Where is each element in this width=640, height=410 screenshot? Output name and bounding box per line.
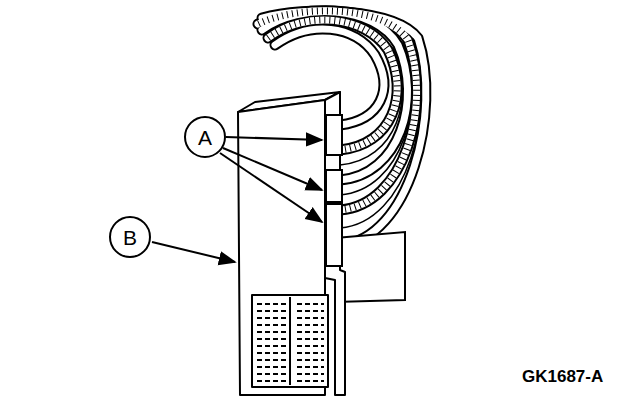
callout-circle: B bbox=[109, 216, 151, 258]
callout-letter: A bbox=[198, 127, 212, 148]
callout-letter: B bbox=[123, 227, 137, 248]
connector-plug bbox=[326, 115, 342, 266]
callout-circle: A bbox=[184, 116, 226, 158]
leader-arrow bbox=[152, 137, 322, 262]
figure-code: GK1687-A bbox=[522, 367, 603, 387]
